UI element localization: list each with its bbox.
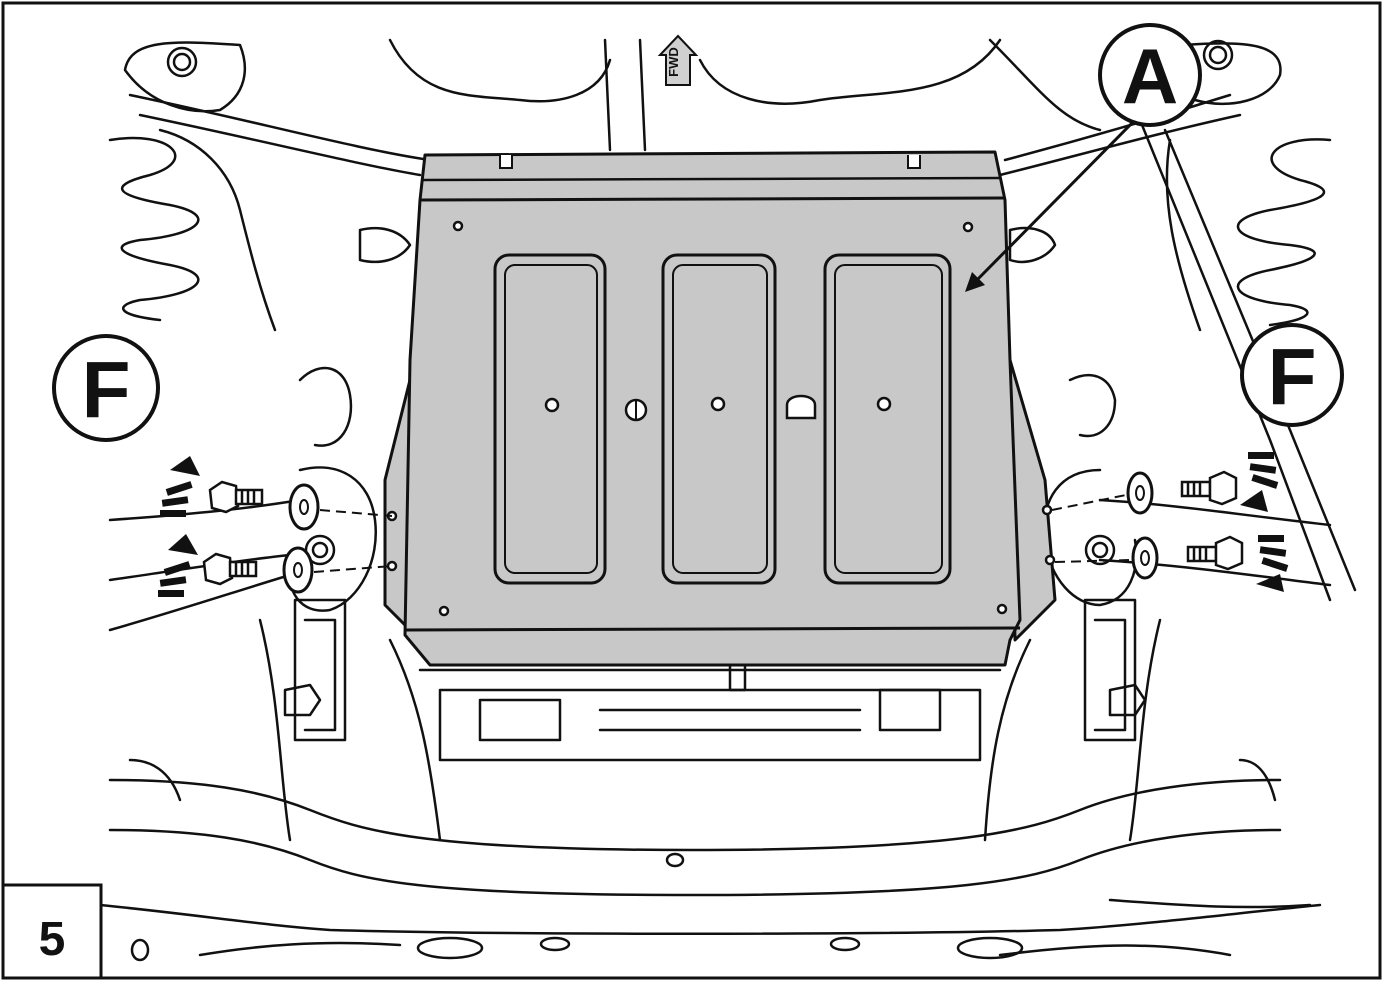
skid-plate: [383, 150, 1057, 667]
washer-icon: [1126, 471, 1154, 515]
fwd-arrow-icon: FWD: [657, 34, 699, 86]
bolt-icon: [202, 552, 258, 586]
bolt-icon: [208, 480, 264, 514]
callout-f-left-label: F: [82, 345, 131, 434]
washer-icon: [282, 546, 314, 594]
vehicle-underbody: [98, 38, 1357, 962]
callout-f-left: F: [52, 334, 160, 442]
plate-rib-right: [823, 253, 952, 585]
left-fastener-set: [158, 456, 393, 597]
right-fastener-set: [1051, 452, 1289, 592]
callout-f-right-label: F: [1268, 332, 1317, 421]
step-number: 5: [39, 913, 66, 966]
washer-icon: [288, 483, 320, 531]
plate-rib-left: [493, 253, 607, 585]
callout-a-leader: [965, 118, 1137, 292]
tighten-arrow-icon: [1240, 452, 1289, 592]
plate-rib-center: [661, 253, 777, 585]
callout-a-label: A: [1122, 32, 1178, 120]
bolt-icon: [1186, 535, 1244, 571]
washer-icon: [1131, 536, 1159, 580]
callout-a: A: [1098, 23, 1202, 127]
tighten-arrow-icon: [158, 456, 200, 597]
callout-f-right: F: [1240, 323, 1344, 427]
bolt-icon: [1180, 470, 1238, 506]
fwd-label: FWD: [666, 47, 681, 77]
step-number-box: 5: [1, 883, 103, 980]
